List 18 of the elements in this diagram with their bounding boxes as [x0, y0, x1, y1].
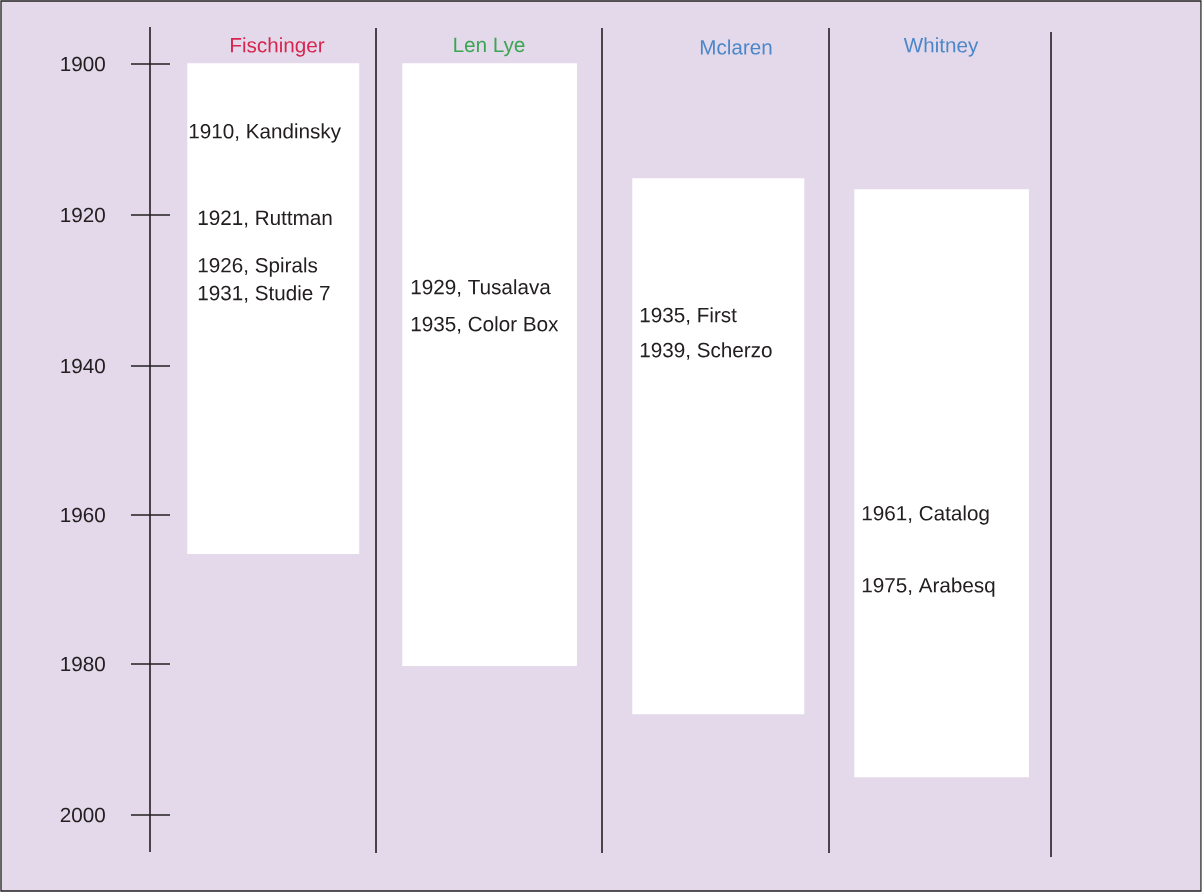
event-label: 1910, Kandinsky — [189, 123, 341, 143]
event-label: 1935, First — [640, 307, 737, 325]
year-label: 1980 — [61, 656, 105, 672]
column-heading: Mclaren — [700, 39, 772, 55]
event-label: 1961, Catalog — [862, 505, 989, 525]
event-label: 1975, Arabesq — [862, 577, 995, 597]
event-label: 1939, Scherzo — [640, 342, 772, 360]
year-label: 2000 — [60, 807, 105, 823]
event-label: 1926, Spirals — [198, 257, 318, 277]
event-label: 1935, Color Box — [411, 316, 559, 334]
year-label: 1960 — [61, 507, 105, 523]
year-label: 1900 — [61, 56, 105, 72]
year-label: 1940 — [61, 358, 105, 374]
event-label: 1931, Studie 7 — [198, 285, 330, 303]
year-label: 1920 — [61, 207, 105, 223]
column-heading: Whitney — [903, 37, 979, 57]
event-label: 1929, Tusalava — [411, 279, 551, 297]
event-label: 1921, Ruttman — [198, 210, 332, 228]
